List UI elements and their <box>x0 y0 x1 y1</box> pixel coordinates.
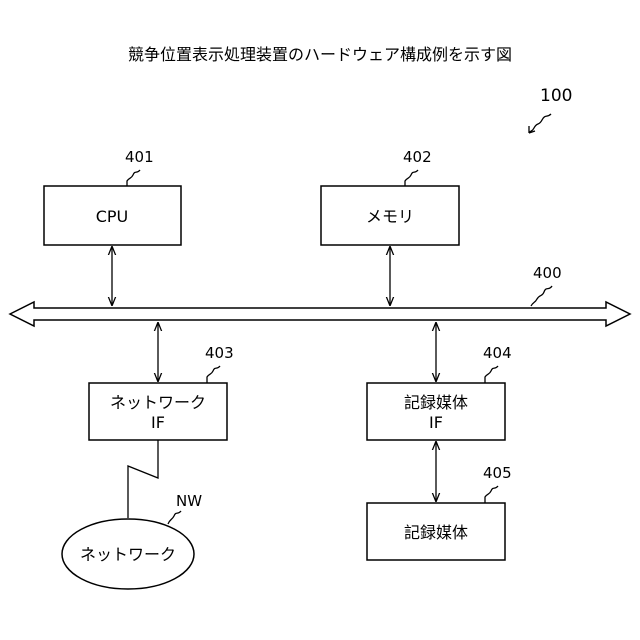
memory-ref-label: 402 <box>403 148 432 166</box>
media-if-ref-label: 404 <box>483 344 512 362</box>
network-ref-leader <box>168 511 181 524</box>
cpu-ref-label: 401 <box>125 148 154 166</box>
diagram-title: 競争位置表示処理装置のハードウェア構成例を示す図 <box>128 45 512 64</box>
media-label: 記録媒体 <box>404 523 468 542</box>
bus-ref-label: 400 <box>533 264 562 282</box>
network-if-ref-leader <box>207 366 220 383</box>
media-if-label-line2: IF <box>429 413 443 432</box>
network-cable <box>128 440 158 518</box>
network-if-label-line2: IF <box>151 413 165 432</box>
cpu-label: CPU <box>96 207 129 226</box>
network-if-ref-label: 403 <box>205 344 234 362</box>
network-ref-label: NW <box>176 492 202 510</box>
media-if-label-line1: 記録媒体 <box>404 393 468 412</box>
figure-ref-label: 100 <box>540 86 572 106</box>
figure-ref-leader <box>529 114 551 133</box>
system-bus <box>10 302 630 326</box>
cpu-ref-leader <box>127 170 140 186</box>
media-ref-label: 405 <box>483 464 512 482</box>
media-if-ref-leader <box>485 366 498 383</box>
network-if-label-line1: ネットワーク <box>110 393 206 412</box>
media-ref-leader <box>485 486 498 503</box>
memory-label: メモリ <box>366 207 414 226</box>
bus-ref-leader <box>531 286 552 306</box>
network-label: ネットワーク <box>80 545 176 564</box>
memory-ref-leader <box>405 170 418 186</box>
